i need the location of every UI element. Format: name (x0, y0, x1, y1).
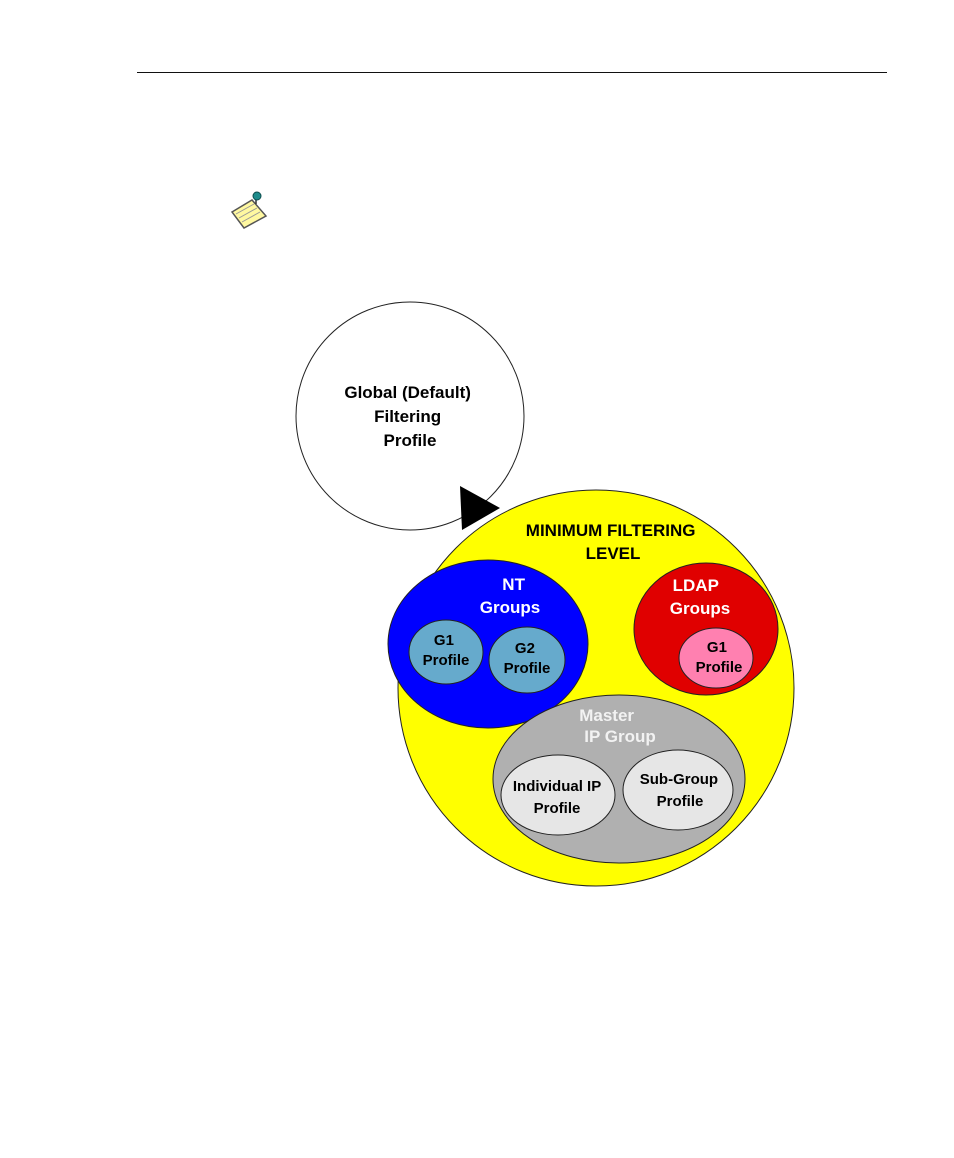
nt-g1-profile-ellipse: G1 Profile (409, 620, 483, 684)
minimum-level-label-line1: MINIMUM FILTERING (526, 521, 696, 540)
ldap-groups-label-line2: Groups (670, 599, 730, 618)
nt-g1-label-line1: G1 (434, 632, 454, 649)
sub-group-label-line1: Sub-Group (640, 771, 718, 788)
ldap-g1-profile-ellipse: G1 Profile (679, 628, 753, 688)
nt-groups-label-line1: NT (502, 575, 525, 594)
nt-groups-label-line2: Groups (480, 598, 540, 617)
nt-g1-label-line2: Profile (423, 652, 470, 669)
ldap-g1-label-line2: Profile (696, 659, 743, 676)
ldap-g1-label-line1: G1 (707, 639, 727, 656)
global-profile-circle: Global (Default) Filtering Profile (296, 302, 524, 530)
sub-group-profile-ellipse: Sub-Group Profile (623, 750, 733, 830)
nt-g2-profile-ellipse: G2 Profile (489, 627, 565, 693)
ldap-groups-label-line1: LDAP (673, 576, 719, 595)
nt-g2-label-line1: G2 (515, 640, 535, 657)
master-ip-group-label-line1: Master (579, 706, 634, 725)
master-ip-group-label-line2: IP Group (584, 727, 655, 746)
global-profile-label-line3: Profile (384, 431, 437, 450)
global-profile-label-line2: Filtering (374, 407, 441, 426)
individual-ip-profile-ellipse: Individual IP Profile (501, 755, 615, 835)
individual-ip-label-line1: Individual IP (513, 778, 601, 795)
minimum-level-label-line2: LEVEL (586, 544, 641, 563)
sub-group-label-line2: Profile (657, 793, 704, 810)
individual-ip-label-line2: Profile (534, 800, 581, 817)
global-profile-label-line1: Global (Default) (344, 383, 471, 402)
nt-g2-label-line2: Profile (504, 660, 551, 677)
